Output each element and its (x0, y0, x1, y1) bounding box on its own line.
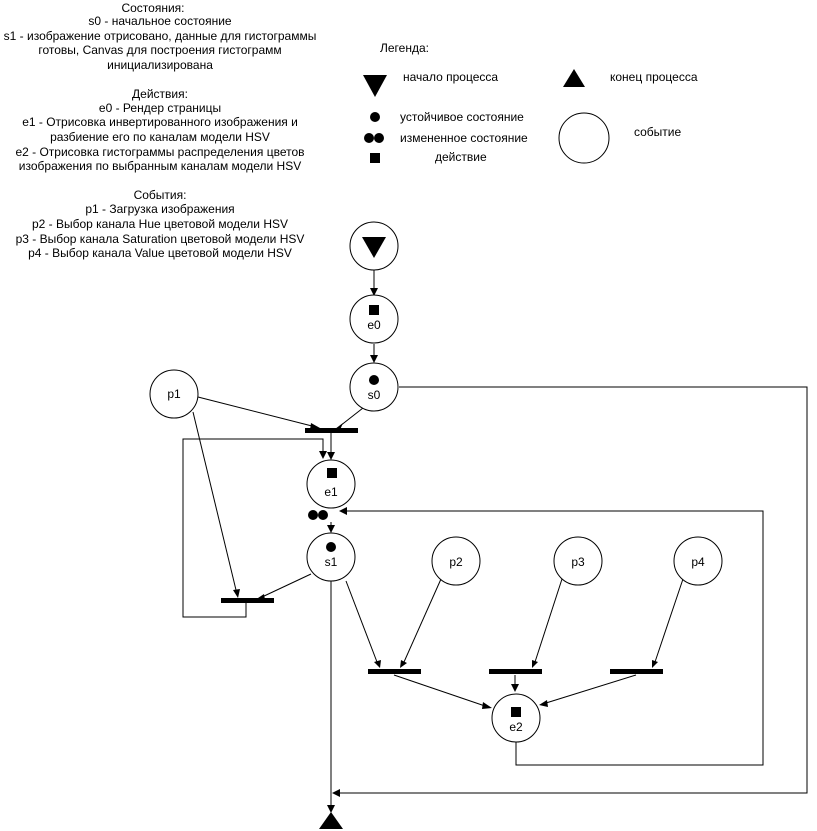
action-square-icon (511, 707, 521, 717)
end-triangle-icon (563, 69, 585, 87)
edge-s0-bar1 (339, 407, 364, 427)
edge-p2-bar3 (403, 578, 442, 663)
arrowhead (370, 355, 378, 363)
event-line-1: p1 - Загрузка изображения (85, 202, 234, 216)
arrowhead (327, 452, 335, 460)
arrowhead (482, 702, 492, 709)
action-line-2: e1 - Отрисовка инвертированного изображе… (22, 115, 298, 129)
edge-p4-bar5 (654, 578, 684, 663)
action-line-4: e2 - Отрисовка гистограммы распределения… (15, 145, 304, 159)
event-line-2: p2 - Выбор канала Hue цветовой модели HS… (32, 217, 288, 231)
changed-dot-icon-2 (318, 510, 328, 520)
events-title: События: (134, 188, 187, 202)
start-triangle-icon (362, 237, 386, 258)
stable-dot-icon (326, 542, 336, 552)
node-e1-label: e1 (324, 485, 338, 499)
stable-dot-icon (369, 375, 379, 385)
legend-action-label: действие (435, 150, 487, 164)
event-circle-icon (558, 112, 610, 164)
legend-changed-label: измененное состояние (400, 131, 528, 145)
state-line-3: готовы, Canvas для построения гистограмм (38, 43, 281, 57)
action-square-icon (370, 153, 380, 163)
edge-bar3-e2 (393, 674, 486, 707)
arrowhead (400, 660, 407, 668)
arrowhead (233, 589, 240, 598)
node-s1-label: s1 (325, 555, 338, 569)
arrowhead (652, 660, 658, 668)
node-p4 (673, 536, 723, 586)
edge-s0-end (340, 386, 808, 794)
legend-title: Легенда: (380, 41, 429, 55)
node-e0-label: e0 (367, 318, 381, 332)
changed-dot-icon (308, 510, 318, 520)
transition-bar-4 (489, 669, 542, 674)
action-square-icon (369, 305, 379, 315)
arrowhead (539, 700, 548, 707)
edge-bar5-e2 (545, 674, 637, 704)
changed-dot-icon-2 (374, 133, 384, 143)
arrowhead (370, 288, 378, 296)
node-s0 (349, 362, 399, 412)
legend-stable-label: устойчивое состояние (400, 110, 524, 124)
node-e2 (491, 693, 541, 743)
legend: Легенда: начало процесса конец процесса … (363, 41, 698, 164)
transition-bar-5 (610, 669, 663, 674)
states-title: Состояния: (121, 1, 184, 15)
node-e2-label: e2 (509, 720, 523, 734)
edge-s1-bar3 (345, 580, 378, 663)
legend-end-label: конец процесса (610, 70, 698, 84)
node-s0-label: s0 (368, 388, 381, 402)
legend-event-label: событие (634, 125, 682, 139)
start-triangle-icon (363, 75, 387, 97)
edge-e2-s1-loop (347, 510, 764, 766)
transition-bar-3 (368, 669, 421, 674)
node-e1 (306, 459, 356, 509)
event-line-3: p3 - Выбор канала Saturation цветовой мо… (16, 232, 305, 246)
node-e0 (349, 294, 399, 344)
transition-bar-2 (221, 598, 274, 603)
transitions (221, 428, 663, 674)
node-p3-label: p3 (571, 555, 585, 569)
node-s1 (306, 532, 356, 582)
edge-bar2-e1-loop (182, 438, 324, 618)
nodes: e0 s0 p1 e1 s1 p2 p3 p4 e2 (149, 221, 723, 829)
changed-dot-icon (364, 133, 374, 143)
action-line-5: изображения по выбранным каналам модели … (19, 159, 301, 173)
arrowhead (374, 660, 381, 668)
edge-s1-bar2 (261, 573, 312, 598)
arrowhead (327, 805, 335, 813)
transition-bar-1 (305, 428, 358, 433)
state-line-4: инициализирована (107, 58, 213, 72)
node-p2 (431, 536, 481, 586)
node-p1 (149, 369, 199, 419)
stable-dot-icon (370, 112, 380, 122)
arrowhead (319, 451, 327, 459)
node-p4-label: p4 (691, 555, 705, 569)
action-square-icon (327, 468, 337, 478)
node-p1-label: p1 (167, 387, 181, 401)
arrowhead (327, 525, 335, 533)
edges (182, 270, 808, 813)
node-p3 (553, 536, 603, 586)
description-block: Состояния: s0 - начальное состояние s1 -… (4, 1, 317, 260)
arrowhead (339, 507, 347, 515)
actions-title: Действия: (132, 87, 188, 101)
state-line-2: s1 - изображение отрисовано, данные для … (4, 29, 317, 43)
edge-p3-bar4 (534, 578, 563, 663)
arrowhead (332, 789, 340, 797)
end-triangle-icon (319, 812, 343, 829)
state-line-1: s0 - начальное состояние (88, 14, 232, 28)
edge-p1-bar1 (197, 396, 313, 427)
arrowhead (511, 684, 519, 692)
arrowhead (532, 660, 538, 668)
action-line-1: e0 - Рендер страницы (99, 101, 221, 115)
node-p2-label: p2 (449, 555, 463, 569)
action-line-3: разбиение его по каналам модели HSV (50, 130, 270, 144)
legend-start-label: начало процесса (403, 70, 498, 84)
event-line-4: p4 - Выбор канала Value цветовой модели … (28, 246, 292, 260)
edge-p1-bar2 (192, 411, 237, 591)
